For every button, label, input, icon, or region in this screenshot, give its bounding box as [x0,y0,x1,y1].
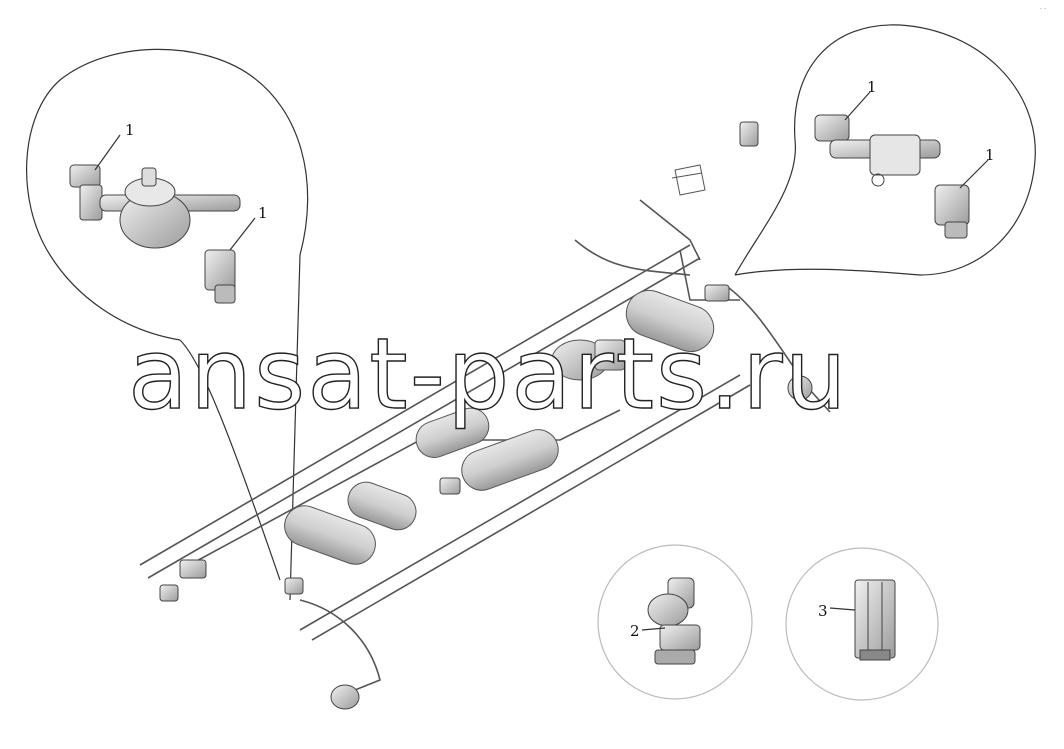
axle-valve-assembly-left [69,164,241,304]
detail-circle-part-2 [597,544,753,700]
watermark: ansat-parts.ru [128,318,849,432]
callout-1-left-a: 1 [125,121,135,139]
callout-1-right-a: 1 [867,78,877,96]
callout-3: 3 [818,602,828,620]
solenoid-valve-part-2 [647,577,701,665]
callout-1-left-b: 1 [258,204,268,222]
air-dryer [551,339,626,381]
relay-module-part-3 [854,579,896,661]
air-tank-4 [461,429,559,491]
chassis-valves [159,121,813,710]
chassis-pipework [139,199,831,691]
callout-2: 2 [630,622,640,640]
air-tank-1 [284,505,376,565]
callout-1-right-b: 1 [985,146,995,164]
axle-valve-assembly-right [814,114,970,239]
detail-circle-right [734,24,1036,276]
corner-mark: - - [1040,5,1046,12]
air-tank-5 [625,289,715,353]
air-tank-2 [347,481,417,531]
detail-circle-part-3 [785,547,939,701]
air-tank-3 [415,407,490,458]
detail-circle-left [26,48,309,601]
